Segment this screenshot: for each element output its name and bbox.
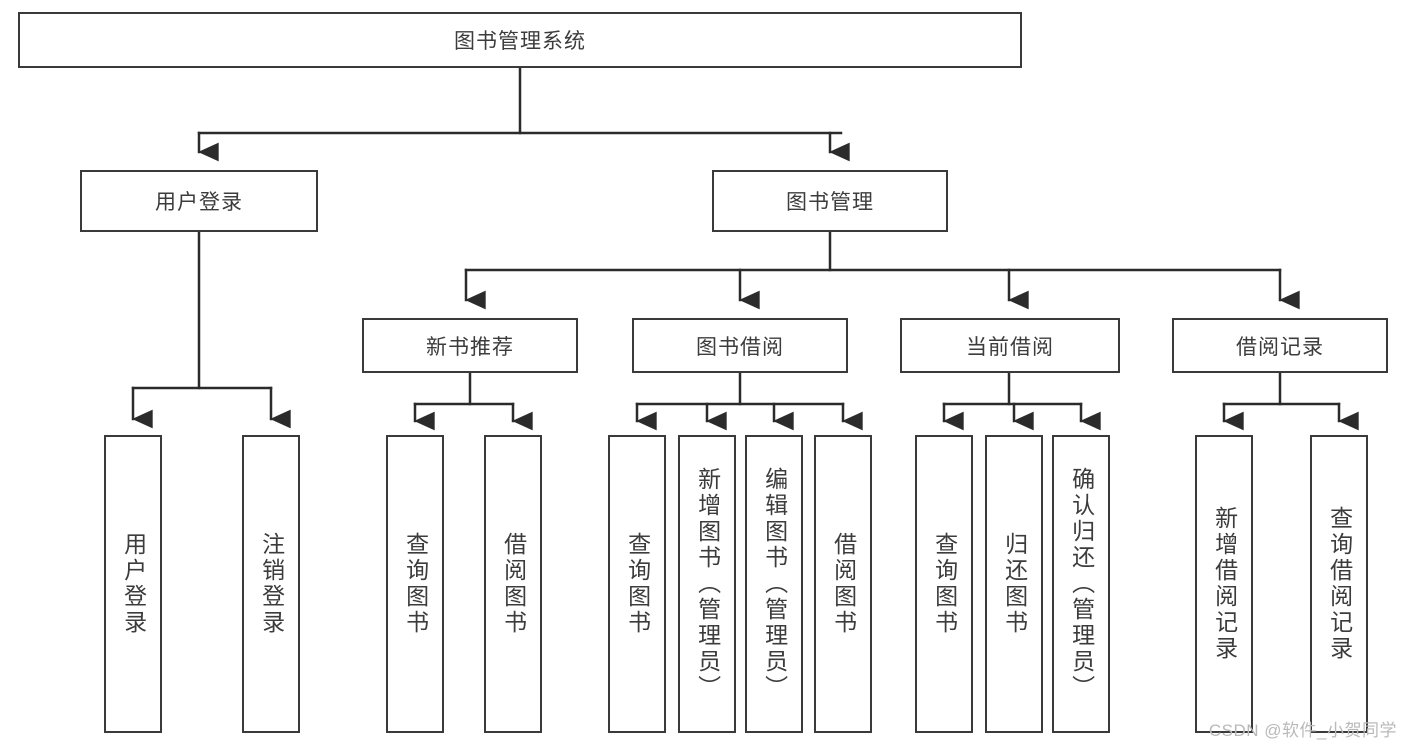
- node-book-manage-label: 图书管理: [786, 191, 874, 214]
- leaf-add-borrow-record[interactable]: 新增借阅记录: [1195, 435, 1253, 733]
- leaf-query-book-2-label: 查询图书: [624, 532, 651, 636]
- csdn-watermark: CSDN @软件_小贺同学: [1208, 721, 1397, 740]
- leaf-user-logout-label: 注销登录: [258, 532, 285, 636]
- leaf-query-borrow-record[interactable]: 查询借阅记录: [1310, 435, 1368, 733]
- node-root[interactable]: 图书管理系统: [18, 12, 1022, 68]
- node-new-book-recommend-label: 新书推荐: [426, 335, 514, 359]
- node-book-manage[interactable]: 图书管理: [712, 170, 948, 232]
- node-new-book-recommend[interactable]: 新书推荐: [362, 318, 578, 373]
- node-current-borrow[interactable]: 当前借阅: [900, 318, 1120, 373]
- leaf-borrow-book-2-label: 借阅图书: [830, 532, 857, 636]
- leaf-edit-book-admin-label: 编辑图书（管理员）: [761, 467, 788, 701]
- leaf-return-book-label: 归还图书: [1001, 532, 1028, 636]
- leaf-add-book-admin-label: 新增图书（管理员）: [694, 467, 721, 701]
- leaf-user-login-label: 用户登录: [120, 532, 147, 636]
- leaf-confirm-return-admin-label: 确认归还（管理员）: [1068, 467, 1095, 701]
- leaf-query-book-3[interactable]: 查询图书: [915, 435, 973, 733]
- node-book-borrow[interactable]: 图书借阅: [632, 318, 848, 373]
- leaf-add-borrow-record-label: 新增借阅记录: [1211, 506, 1238, 662]
- leaf-borrow-book-1-label: 借阅图书: [500, 532, 527, 636]
- node-borrow-record-label: 借阅记录: [1236, 335, 1324, 359]
- node-book-borrow-label: 图书借阅: [696, 335, 784, 359]
- leaf-query-book-1-label: 查询图书: [402, 532, 429, 636]
- leaf-user-logout[interactable]: 注销登录: [242, 435, 300, 733]
- leaf-borrow-book-2[interactable]: 借阅图书: [814, 435, 872, 733]
- leaf-return-book[interactable]: 归还图书: [985, 435, 1043, 733]
- leaf-query-borrow-record-label: 查询借阅记录: [1326, 506, 1353, 662]
- leaf-user-login[interactable]: 用户登录: [104, 435, 162, 733]
- leaf-query-book-1[interactable]: 查询图书: [386, 435, 444, 733]
- node-root-label: 图书管理系统: [454, 30, 586, 53]
- leaf-borrow-book-1[interactable]: 借阅图书: [484, 435, 542, 733]
- leaf-edit-book-admin[interactable]: 编辑图书（管理员）: [745, 435, 803, 733]
- leaf-add-book-admin[interactable]: 新增图书（管理员）: [678, 435, 736, 733]
- node-user-login-label: 用户登录: [155, 191, 243, 214]
- leaf-query-book-2[interactable]: 查询图书: [608, 435, 666, 733]
- leaf-query-book-3-label: 查询图书: [931, 532, 958, 636]
- node-user-login[interactable]: 用户登录: [80, 170, 318, 232]
- leaf-confirm-return-admin[interactable]: 确认归还（管理员）: [1052, 435, 1110, 733]
- node-current-borrow-label: 当前借阅: [966, 335, 1054, 359]
- node-borrow-record[interactable]: 借阅记录: [1172, 318, 1388, 373]
